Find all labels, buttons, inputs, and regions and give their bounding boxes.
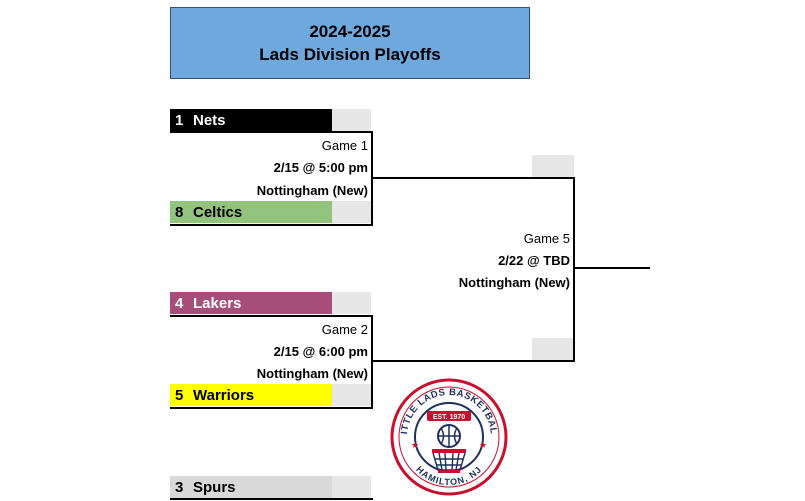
team-seed: 3: [175, 478, 184, 496]
bracket-line: [170, 315, 373, 317]
bracket-line: [573, 177, 575, 362]
bracket-line: [573, 267, 650, 269]
game2-datetime: 2/15 @ 6:00 pm: [273, 344, 368, 359]
logo-est-text: EST. 1970: [433, 414, 465, 421]
team-seed: 8: [175, 203, 184, 221]
game1-label: Game 1: [321, 138, 368, 153]
game5-datetime: 2/22 @ TBD: [498, 253, 570, 268]
game5-venue: Nottingham (New): [458, 275, 570, 290]
score-cell: [532, 155, 574, 177]
svg-text:★: ★: [411, 441, 419, 451]
score-cell: [332, 109, 371, 131]
team-name: Lakers: [193, 294, 242, 312]
team-seed: 1: [175, 111, 184, 129]
team-slot-nets: 1 Nets: [170, 109, 332, 131]
league-logo: LITTLE LADS BASKETBALL HAMILTON, NJ ★ ★ …: [387, 370, 508, 496]
team-name: Celtics: [193, 203, 243, 221]
bracket-line: [371, 177, 575, 179]
bracket-line: [371, 315, 373, 409]
game2-label: Game 2: [321, 322, 368, 337]
team-seed: 5: [175, 386, 184, 404]
score-cell: [332, 292, 371, 314]
team-name: Warriors: [193, 386, 255, 404]
score-cell: [332, 476, 371, 498]
score-cell: [332, 384, 371, 406]
game1-datetime: 2/15 @ 5:00 pm: [273, 160, 368, 175]
team-seed: 4: [175, 294, 184, 312]
game5-label: Game 5: [523, 231, 570, 246]
svg-text:★: ★: [479, 441, 487, 451]
bracket-line: [170, 498, 373, 500]
team-slot-spurs: 3 Spurs: [170, 476, 332, 498]
score-cell: [332, 201, 371, 223]
bracket-line: [371, 360, 575, 362]
season-label: 2024-2025: [309, 22, 391, 41]
game2-venue: Nottingham (New): [256, 366, 368, 381]
team-slot-lakers: 4 Lakers: [170, 292, 332, 314]
team-slot-warriors: 5 Warriors: [170, 384, 332, 406]
bracket-line: [170, 131, 373, 133]
bracket-line: [170, 224, 373, 226]
game1-venue: Nottingham (New): [256, 183, 368, 198]
team-slot-celtics: 8 Celtics: [170, 201, 332, 223]
bracket-line: [170, 407, 373, 409]
bracket-title: 2024-2025 Lads Division Playoffs: [170, 7, 530, 79]
division-label: Lads Division Playoffs: [259, 45, 441, 64]
basketball-logo-icon: LITTLE LADS BASKETBALL HAMILTON, NJ ★ ★ …: [387, 370, 508, 496]
score-cell: [532, 338, 574, 360]
team-name: Nets: [193, 111, 226, 129]
team-name: Spurs: [193, 478, 236, 496]
